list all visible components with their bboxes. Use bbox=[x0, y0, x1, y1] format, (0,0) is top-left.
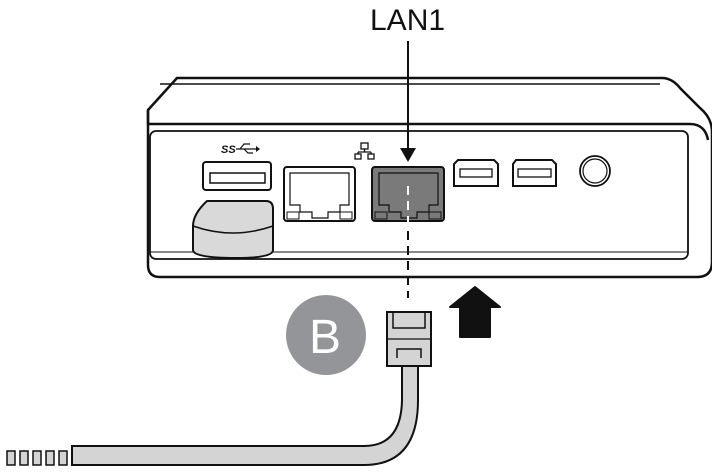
lan2-port bbox=[283, 166, 356, 222]
usb-ss-icon: SS bbox=[221, 143, 260, 156]
lan1-label: LAN1 bbox=[370, 4, 445, 37]
ethernet-cable bbox=[6, 362, 419, 466]
mini-displayport-2 bbox=[512, 159, 557, 187]
rj45-connector bbox=[386, 311, 432, 367]
network-icon bbox=[354, 142, 375, 160]
audio-jack bbox=[579, 155, 611, 187]
step-badge: B bbox=[286, 295, 366, 375]
usb-dongle bbox=[192, 200, 274, 260]
insert-direction-arrow-icon bbox=[449, 286, 501, 338]
mini-displayport-1 bbox=[453, 159, 499, 187]
svg-text:SS: SS bbox=[221, 144, 236, 156]
callout-arrow bbox=[400, 41, 416, 162]
usb-port bbox=[202, 161, 272, 191]
step-badge-letter: B bbox=[309, 311, 341, 364]
